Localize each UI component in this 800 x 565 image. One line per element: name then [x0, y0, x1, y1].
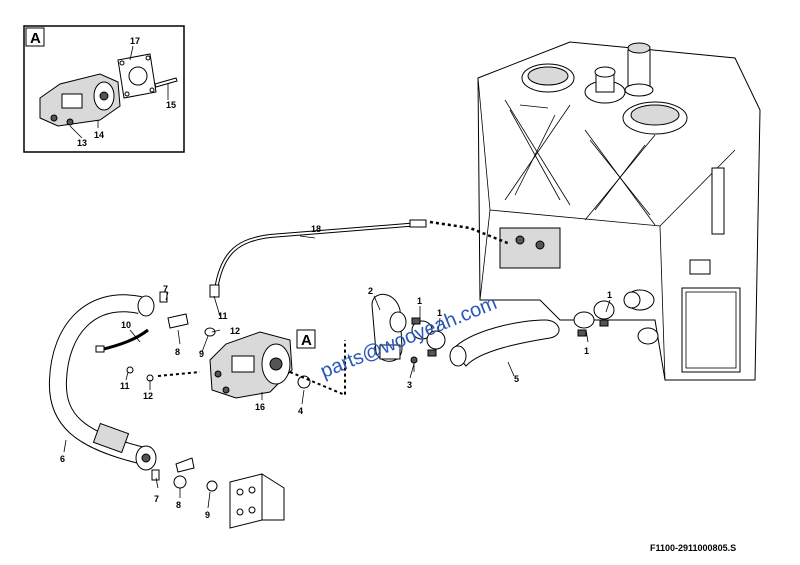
callout-8-a: 8 [175, 347, 180, 357]
callout-3: 3 [407, 380, 412, 390]
callout-13: 13 [77, 138, 87, 148]
drain-hose-10 [95, 328, 149, 353]
callout-8-b: 8 [176, 500, 181, 510]
suction-hose-5 [449, 319, 560, 367]
callout-16: 16 [255, 402, 265, 412]
callout-15: 15 [166, 100, 176, 110]
hose-clamps [411, 300, 615, 357]
callout-1-c: 1 [584, 346, 589, 356]
return-hose-6 [48, 294, 157, 471]
callout-1-d: 1 [607, 290, 612, 300]
callout-12-a: 12 [230, 326, 240, 336]
callout-12-b: 12 [143, 391, 153, 401]
elbow-fitting-2 [371, 293, 418, 372]
hydraulic-pump-16 [209, 331, 311, 399]
callout-14: 14 [94, 130, 104, 140]
section-marker-letter: A [301, 332, 312, 349]
callout-4: 4 [298, 406, 303, 416]
detail-inset-a: A 17 15 14 13 [23, 25, 185, 153]
callout-9-a: 9 [199, 349, 204, 359]
fittings [126, 291, 218, 492]
hydraulic-tank [477, 41, 761, 381]
callout-10: 10 [121, 320, 131, 330]
callout-7-a: 7 [163, 284, 168, 294]
drawing-reference: F1100-2911000805.S [650, 543, 736, 553]
leader-lines [63, 235, 611, 509]
callout-9-b: 9 [205, 510, 210, 520]
callout-11-b: 11 [120, 381, 130, 391]
callout-17: 17 [130, 36, 140, 46]
flange-block [229, 473, 285, 529]
callout-11-a: 11 [218, 311, 228, 321]
callout-18: 18 [311, 224, 321, 234]
callout-5: 5 [514, 374, 519, 384]
callout-labels: 18 2 3 1 1 1 1 5 4 16 11 12 7 8 9 10 11 … [60, 224, 612, 520]
callout-7-b: 7 [154, 494, 159, 504]
callout-1-a: 1 [417, 296, 422, 306]
callout-6: 6 [60, 454, 65, 464]
callout-2: 2 [368, 286, 373, 296]
callout-1-b: 1 [437, 308, 442, 318]
detail-box-letter: A [30, 30, 41, 47]
